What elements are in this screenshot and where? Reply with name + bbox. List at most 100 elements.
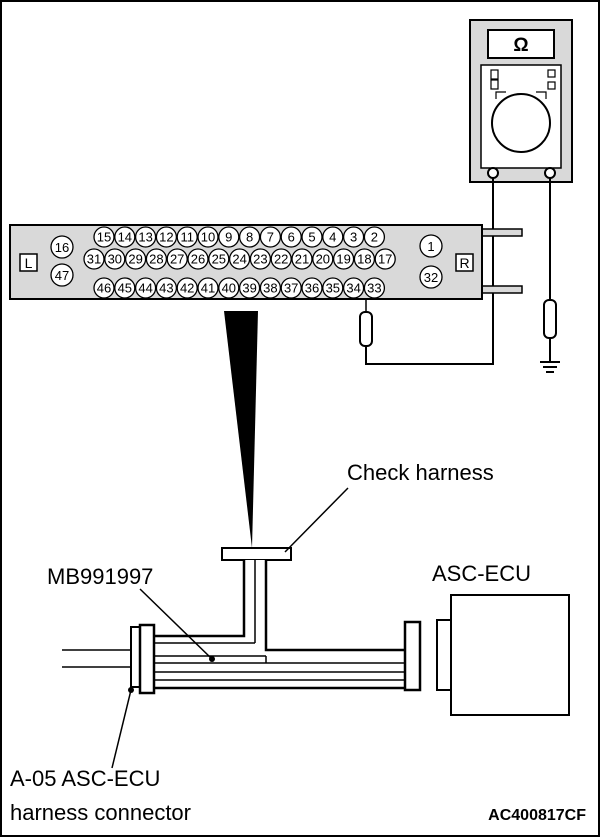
pin-label-17: 17 — [378, 252, 392, 267]
figure-code: AC400817CF — [488, 807, 586, 824]
pin-22 — [270, 248, 292, 270]
pin-11 — [176, 226, 198, 248]
pin-label-41: 41 — [201, 281, 215, 296]
pin-1 — [419, 234, 443, 258]
pin-label-2: 2 — [371, 230, 378, 245]
pin-28 — [145, 248, 168, 270]
pin-label-32: 32 — [424, 270, 438, 285]
ground-icon — [540, 361, 560, 373]
pin-label-6: 6 — [288, 230, 295, 245]
pin-label-18: 18 — [357, 252, 371, 267]
multimeter-display — [487, 29, 555, 59]
pin-21 — [291, 248, 313, 270]
probe-lead — [365, 178, 494, 365]
pin-label-38: 38 — [263, 281, 277, 296]
label-connector-line2: harness connector — [10, 800, 191, 825]
pin-8 — [238, 226, 261, 248]
harness-connector-a05 — [130, 623, 156, 695]
vehicle-harness-wires — [62, 649, 133, 668]
pin-label-33: 33 — [367, 281, 381, 296]
pin-label-36: 36 — [305, 281, 319, 296]
asc-ecu-unit — [436, 594, 570, 716]
pin-3 — [342, 226, 365, 248]
pin-6 — [280, 226, 302, 248]
side-marker-right — [455, 253, 474, 272]
pin-label-47: 47 — [55, 268, 69, 283]
pin-5 — [301, 226, 323, 248]
pin-label-27: 27 — [170, 252, 184, 267]
pointer-wedge — [224, 311, 258, 548]
pin-36 — [301, 277, 323, 299]
pin-label-22: 22 — [274, 252, 288, 267]
pin-label-37: 37 — [284, 281, 298, 296]
leader-harness-connector — [111, 689, 132, 769]
pin-14 — [114, 226, 136, 248]
pin-20 — [312, 248, 334, 270]
pin-label-42: 42 — [180, 281, 194, 296]
pin-47 — [50, 263, 74, 287]
pin-label-23: 23 — [253, 252, 267, 267]
pin-label-14: 14 — [118, 230, 132, 245]
pin-label-15: 15 — [97, 230, 111, 245]
pin-42 — [176, 277, 198, 299]
check-harness — [148, 547, 409, 690]
pin-41 — [197, 277, 219, 299]
pin-label-25: 25 — [212, 252, 226, 267]
pin-label-7: 7 — [267, 230, 274, 245]
pin-43 — [155, 277, 178, 299]
pin-45 — [114, 277, 136, 299]
pin-label-5: 5 — [308, 230, 315, 245]
ecu-side-connector — [403, 620, 422, 692]
pin-label-43: 43 — [159, 281, 173, 296]
pin-label-46: 46 — [97, 281, 111, 296]
pin-40 — [218, 277, 240, 299]
pin-4 — [322, 226, 344, 248]
pin-label-34: 34 — [346, 281, 360, 296]
pin-29 — [124, 248, 147, 270]
test-probe — [359, 296, 373, 347]
pin-15 — [93, 226, 115, 248]
pin-label-45: 45 — [118, 281, 132, 296]
pin-39 — [238, 277, 261, 299]
leader-harness-connector-dot — [128, 687, 134, 693]
pin-label-12: 12 — [159, 230, 173, 245]
side-label-left: L — [25, 255, 33, 271]
check-harness-connector — [221, 547, 292, 561]
leader-tool — [139, 588, 213, 660]
pin-label-10: 10 — [201, 230, 215, 245]
pin-label-4: 4 — [329, 230, 336, 245]
meter-port-left — [487, 167, 499, 179]
pin-46 — [93, 277, 115, 299]
pin-25 — [208, 248, 230, 270]
leader-check-harness — [284, 487, 349, 553]
side-label-right: R — [459, 255, 469, 271]
pin-label-39: 39 — [242, 281, 256, 296]
pin-label-35: 35 — [326, 281, 340, 296]
pin-37 — [280, 277, 302, 299]
selector-dial — [491, 93, 551, 153]
pin-label-9: 9 — [225, 230, 232, 245]
pin-12 — [155, 226, 178, 248]
pin-label-19: 19 — [336, 252, 350, 267]
pin-30 — [104, 248, 126, 270]
pin-label-16: 16 — [55, 240, 69, 255]
pin-label-13: 13 — [138, 230, 152, 245]
pin-label-1: 1 — [427, 239, 434, 254]
pin-26 — [187, 248, 209, 270]
pin-label-31: 31 — [87, 252, 101, 267]
pin-33 — [363, 277, 386, 299]
pin-17 — [374, 248, 396, 270]
pin-label-44: 44 — [138, 281, 152, 296]
ground-clip — [543, 299, 557, 362]
pin-label-40: 40 — [222, 281, 236, 296]
pin-19 — [332, 248, 355, 270]
pin-label-29: 29 — [128, 252, 142, 267]
pin-2 — [363, 226, 386, 248]
pin-35 — [322, 277, 344, 299]
pin-34 — [342, 277, 365, 299]
leader-tool-dot — [209, 656, 215, 662]
